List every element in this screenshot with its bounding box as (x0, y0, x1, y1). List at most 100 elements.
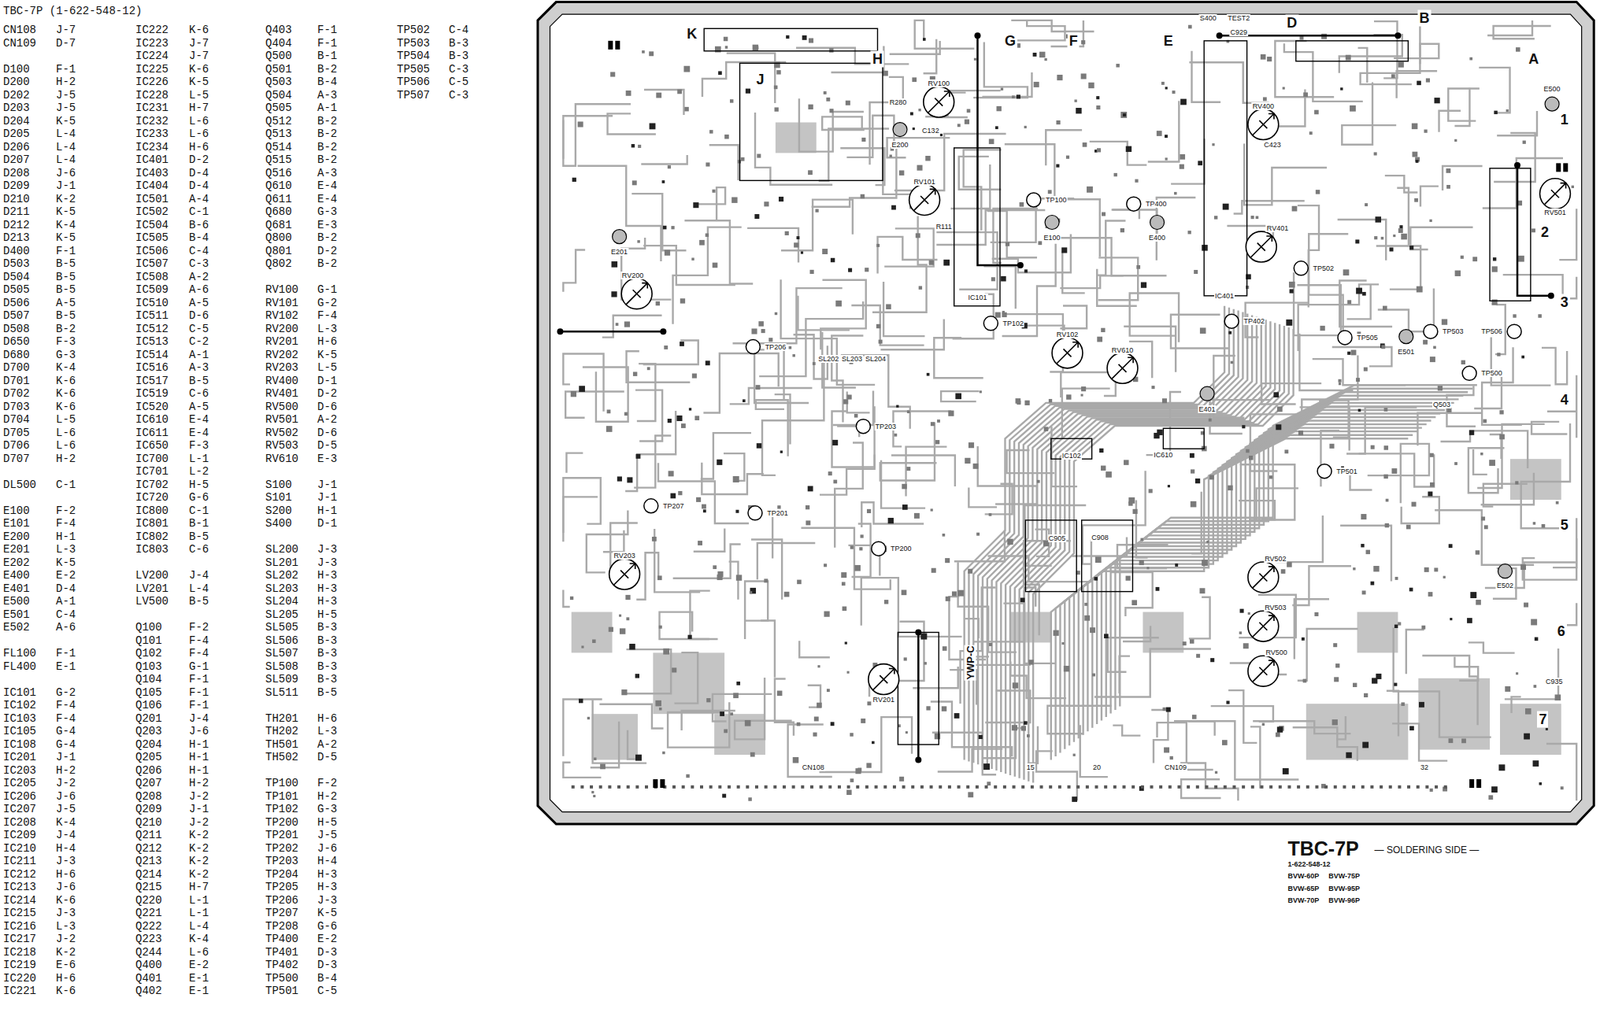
copper-trace (1019, 324, 1280, 779)
copper-trace (883, 281, 925, 337)
grid-location: F-1 (317, 37, 338, 50)
grid-location: D-7 (55, 37, 76, 50)
trimmer-arrow (1111, 357, 1134, 379)
solder-pad (1063, 666, 1070, 672)
grid-location: K-2 (188, 842, 209, 856)
part-reference: IC720 (135, 491, 169, 504)
solder-pad (829, 48, 834, 52)
grid-location: G-4 (55, 725, 76, 738)
solder-pad (1421, 625, 1426, 630)
ground-fill (652, 652, 725, 715)
part-reference: SL200 (265, 543, 299, 556)
part-reference: D706 (3, 439, 30, 452)
solder-pad (1351, 785, 1356, 789)
part-reference: TP503 (396, 37, 430, 50)
solder-pad (1461, 360, 1466, 365)
grid-location: F-1 (188, 686, 209, 700)
mark-square (614, 40, 620, 50)
solder-pad (1000, 276, 1007, 282)
copper-trace (781, 279, 876, 386)
solder-pad (1288, 281, 1296, 289)
grid-location: L-5 (188, 88, 209, 102)
mark-square (659, 779, 665, 789)
solder-pad (1301, 637, 1305, 641)
solder-pad (1189, 639, 1195, 645)
part-reference: RV100 (265, 283, 299, 297)
solder-pad (607, 785, 612, 789)
solder-pad (1384, 407, 1389, 412)
trimmer-body (1245, 231, 1277, 263)
part-reference: IC101 (3, 686, 37, 700)
solder-pad (1555, 501, 1560, 505)
part-reference: FL100 (3, 647, 37, 660)
solder-pad (1351, 350, 1357, 356)
part-reference: IC232 (135, 114, 169, 128)
solder-pad (1096, 96, 1100, 100)
grid-location: J-5 (55, 101, 76, 115)
copper-trace (562, 699, 602, 756)
part-reference: SL204 (265, 595, 299, 608)
copper-trace (1114, 388, 1473, 711)
component-outline (1203, 40, 1247, 297)
solder-pad (988, 138, 995, 145)
solder-pad (1461, 738, 1467, 744)
solder-pad (1449, 618, 1452, 621)
grid-location: K-6 (188, 23, 209, 37)
solder-pad (768, 337, 773, 342)
solder-pad (697, 540, 703, 546)
grid-location: E-1 (188, 972, 209, 986)
solder-pad (1429, 219, 1432, 223)
copper-trace (603, 530, 625, 552)
copper-trace (734, 677, 792, 740)
solder-pad (745, 785, 749, 789)
solder-pad (993, 785, 997, 789)
solder-pad (1382, 306, 1388, 312)
grid-location: F-4 (55, 712, 76, 726)
part-reference: Q500 (265, 49, 293, 63)
copper-trace (732, 288, 842, 344)
part-reference: IC220 (3, 972, 37, 986)
solder-pad (871, 741, 875, 745)
grid-location: A-2 (317, 738, 338, 752)
copper-trace (631, 193, 686, 251)
eyelet (892, 122, 908, 138)
part-reference: D211 (3, 205, 30, 219)
solder-pad (1241, 425, 1245, 429)
solder-pad (925, 155, 930, 161)
part-reference: TP504 (396, 49, 430, 63)
solder-pad (918, 108, 921, 112)
solder-pad (925, 706, 930, 711)
grid-location: B-5 (188, 374, 209, 388)
copper-trace (1448, 88, 1480, 122)
copper-trace (755, 400, 789, 457)
solder-pad (807, 104, 813, 110)
grid-location: H-5 (317, 608, 338, 622)
solder-pad (655, 301, 660, 306)
part-reference: IC209 (3, 829, 37, 842)
solder-pad (751, 328, 757, 334)
grid-location: F-1 (188, 673, 209, 686)
solder-pad (1407, 785, 1411, 789)
solder-pad (668, 470, 675, 477)
ground-fill (1010, 612, 1052, 644)
solder-pad (1385, 523, 1389, 528)
ground-fill (571, 612, 613, 654)
junction-dot (1216, 32, 1223, 39)
solder-pad (1332, 719, 1338, 726)
grid-location: H-4 (317, 855, 338, 868)
grid-location: D-1 (317, 374, 338, 388)
solder-pad (1168, 785, 1172, 789)
solder-pad (1128, 501, 1133, 506)
solder-pad (792, 354, 795, 357)
solder-pad (1522, 140, 1526, 145)
solder-pad (735, 510, 739, 514)
part-reference: Q210 (135, 816, 163, 830)
copper-trace (590, 722, 619, 768)
solder-pad (1251, 785, 1255, 789)
copper-trace (1122, 625, 1151, 642)
solder-pad (1240, 609, 1245, 614)
part-reference: Q221 (135, 907, 163, 920)
copper-trace (1420, 186, 1439, 208)
part-reference: IC207 (3, 803, 37, 816)
part-reference: D213 (3, 231, 30, 245)
